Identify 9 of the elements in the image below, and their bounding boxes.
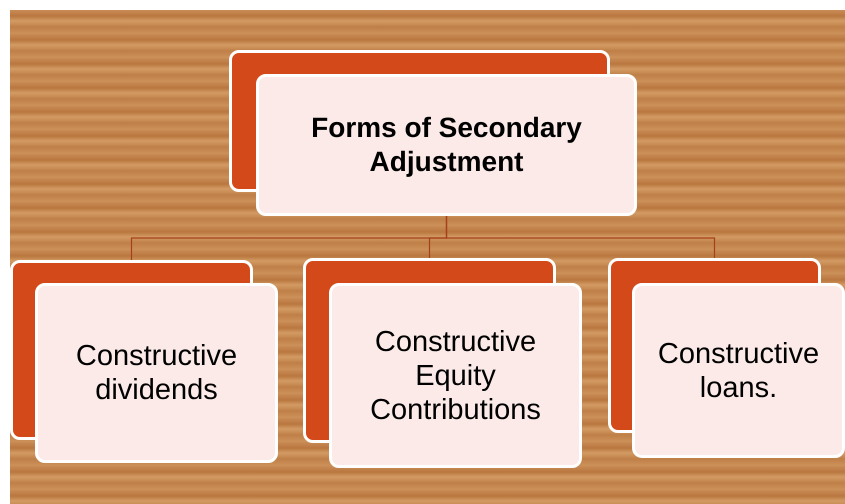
- card-label: Forms of Secondary Adjustment: [310, 111, 583, 179]
- card-label: Constructive dividends: [74, 339, 238, 407]
- connector-line: [446, 216, 716, 258]
- stacked-card: [303, 258, 582, 468]
- card-label: Constructive Equity Contributions: [369, 324, 542, 426]
- card-label: Constructive loans.: [656, 336, 820, 404]
- stacked-card: [10, 260, 278, 463]
- stacked-card: [608, 258, 845, 458]
- stacked-card: [229, 50, 637, 216]
